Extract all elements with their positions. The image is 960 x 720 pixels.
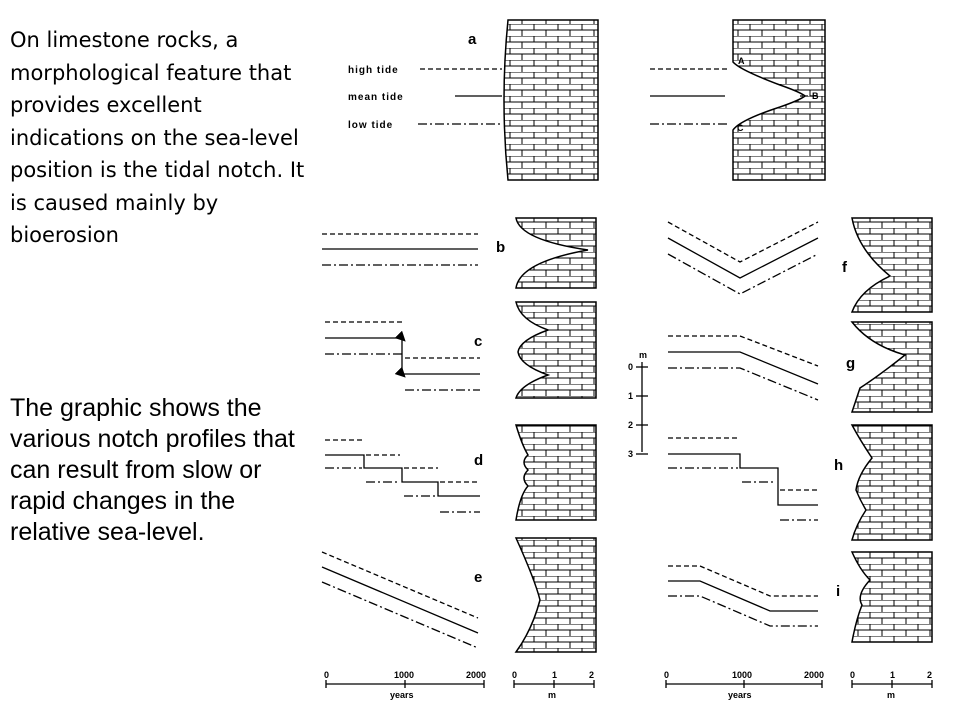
depth-tick-2: 2 <box>628 420 633 430</box>
panel-d-stepwise-rise <box>325 424 597 521</box>
panel-g-gradual-fall <box>668 321 933 413</box>
mean-tide-label: mean tide <box>348 92 404 103</box>
years-right-tick-0: 0 <box>664 670 669 680</box>
years-left-tick-2000: 2000 <box>466 670 486 680</box>
point-c-label: C <box>737 123 744 133</box>
panel-b-stable <box>322 217 597 289</box>
years-axis-left <box>325 680 485 688</box>
panel-a-notched-cliff <box>650 19 826 181</box>
panel-i-fall-then-stable <box>668 551 933 643</box>
panel-label-b: b <box>496 239 505 256</box>
years-right-tick-1000: 1000 <box>732 670 752 680</box>
intro-paragraph: On limestone rocks, a morphological feat… <box>10 28 305 247</box>
panel-label-f: f <box>842 259 848 276</box>
m-right-label: m <box>887 690 895 700</box>
m-right-tick-2: 2 <box>927 670 932 680</box>
m-right-tick-0: 0 <box>850 670 855 680</box>
panel-label-a: a <box>468 31 477 48</box>
panel-label-d: d <box>474 452 483 469</box>
low-tide-label: low tide <box>348 120 393 131</box>
depth-scale-unit: m <box>639 350 647 360</box>
panel-a-plain-cliff <box>418 19 599 181</box>
point-a-label: A <box>738 56 745 66</box>
years-right-tick-2000: 2000 <box>804 670 824 680</box>
panel-label-e: e <box>474 569 482 586</box>
years-left-label: years <box>390 690 414 700</box>
m-left-tick-1: 1 <box>552 670 557 680</box>
graphic-description: The graphic shows the various notch prof… <box>10 394 295 546</box>
panel-h-stepwise-fall <box>668 424 933 541</box>
years-axis-right <box>665 680 823 688</box>
point-b-label: B <box>812 91 819 101</box>
m-right-tick-1: 1 <box>890 670 895 680</box>
depth-tick-0: 0 <box>628 362 633 372</box>
depth-tick-1: 1 <box>628 391 633 401</box>
years-left-tick-0: 0 <box>324 670 329 680</box>
years-left-tick-1000: 1000 <box>394 670 414 680</box>
high-tide-label: high tide <box>348 65 399 76</box>
m-left-label: m <box>548 690 556 700</box>
panel-label-i: i <box>836 583 840 600</box>
panel-label-c: c <box>474 333 482 350</box>
depth-tick-3: 3 <box>628 449 633 459</box>
panel-label-g: g <box>846 355 855 372</box>
m-axis-left <box>513 680 595 688</box>
depth-scale <box>636 362 648 455</box>
years-right-label: years <box>728 690 752 700</box>
panel-e-gradual-rise <box>321 537 597 653</box>
m-left-tick-2: 2 <box>589 670 594 680</box>
panel-c-rapid-rise <box>325 301 597 399</box>
m-axis-right <box>851 680 933 688</box>
m-left-tick-0: 0 <box>512 670 517 680</box>
panel-label-h: h <box>834 457 843 474</box>
panel-f-fall-then-rise <box>667 217 933 313</box>
